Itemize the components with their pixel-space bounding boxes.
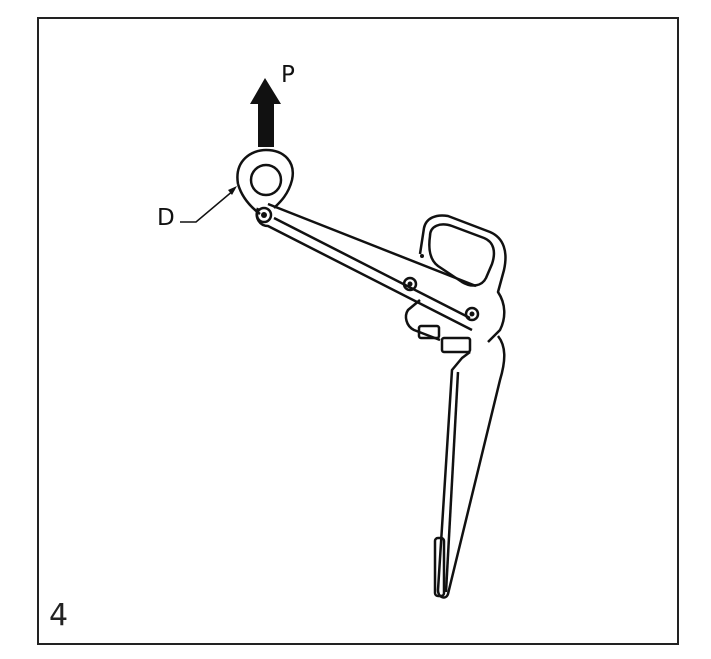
pin-middle [402, 276, 418, 292]
part-label-d: D [157, 205, 175, 231]
pin-top-pivot [255, 206, 273, 224]
force-label-p: P [281, 62, 295, 88]
force-arrow-p [250, 78, 281, 147]
clamp-housing [404, 214, 507, 343]
small-dot [420, 254, 424, 258]
lever-arm [255, 202, 477, 332]
jaw-block-right [440, 336, 472, 354]
pin-lower [464, 306, 480, 322]
leader-line-d [180, 186, 237, 223]
jaw-blocks [417, 324, 472, 354]
lower-jaw [433, 335, 506, 599]
figure-frame [37, 17, 679, 645]
pivot-pins [255, 206, 480, 322]
lifting-eye-d [236, 148, 295, 215]
figure-number: 4 [49, 598, 69, 633]
tail-pad [433, 536, 446, 598]
jaw-block-left [417, 324, 441, 340]
